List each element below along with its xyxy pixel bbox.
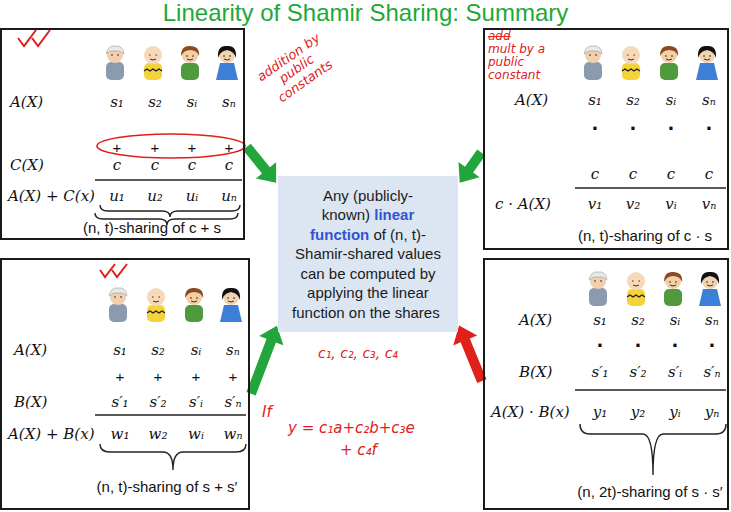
share-value: sₙ [222,94,236,111]
share-value: c [151,157,159,174]
handwritten-note: y = c₁a+c₂b+c₃e [288,420,415,437]
share-value: yₙ [705,404,720,421]
operator-symbol: + [192,369,201,386]
operator-symbol: + [116,369,125,386]
share-value: s₂ [148,94,162,111]
share-value: w₁ [111,426,130,443]
share-value: sᵢ [666,92,677,109]
handwritten-note: add [488,30,511,43]
share-value: yᵢ [669,404,681,421]
share-value: sₙ [702,92,716,109]
share-value: sᵢ [191,342,202,359]
share-value: s′ᵢ [668,364,682,381]
block-arrow [243,144,276,183]
sharing-panel: A(X) s₁ s₂ sᵢ sₙ + + + + C(X) c c c cA(X) + C(x) u₁ u₂ u… [0,28,245,240]
share-value: v₂ [626,196,641,213]
summary-box: Any (publicly-known)linear functionof (n… [278,176,458,333]
handwritten-note: mult by a public constant [488,43,574,83]
polynomial-label: C(X) [10,157,44,174]
share-value: vᵢ [665,196,677,213]
operator-symbol: · [706,119,713,139]
share-value: w₂ [149,426,168,443]
share-value: sᵢ [670,312,681,329]
polynomial-label: A(X) · B(x) [491,404,570,421]
polynomial-label: B(X) [519,364,552,381]
share-value: s′₁ [591,364,608,381]
share-value: s′₂ [149,394,166,411]
sharing-caption: (n, t)-sharing of c + s [83,220,221,237]
operator-symbol: · [668,119,675,139]
operator-symbol: + [113,140,122,157]
polynomial-label: A(X) + C(x) [8,188,95,205]
operator-symbol: · [709,336,716,356]
share-value: s′ₙ [224,394,241,411]
polynomial-label: A(X) [515,92,548,109]
sharing-panel: A(X) s₁ s₂ sᵢ sₙ · · · · B(X) s′₁ s′₂ s′ᵢ s′ₙA(X) · B… [483,258,729,510]
share-value: s₁ [113,342,127,359]
share-value: sᵢ [187,94,198,111]
share-value: s₁ [110,94,124,111]
share-value: c [113,157,121,174]
share-value: wᵢ [188,426,204,443]
operator-symbol: + [154,369,163,386]
block-arrow [246,326,283,396]
share-value: sₙ [705,312,719,329]
share-value: s₂ [151,342,165,359]
handwritten-note: If [262,404,272,421]
operator-symbol: + [225,140,234,157]
sharing-caption: (n, 2t)-sharing of s · s′ [577,484,722,501]
polynomial-label: c · A(X) [495,196,551,213]
share-value: s₁ [588,92,602,109]
polynomial-label: A(X) + B(x) [8,426,95,443]
share-value: c [705,166,713,183]
operator-symbol: + [151,140,160,157]
polynomial-label: A(X) [10,94,43,111]
share-value: c [667,166,675,183]
share-value: c [188,157,196,174]
handwritten-note: c₁, c₂, c₃, c₄ [318,346,398,361]
handwritten-note: addition by public constants [253,30,341,110]
handwritten-note: + c₄f [340,442,377,459]
share-value: uₙ [221,188,237,205]
slide-title: Linearity of Shamir Sharing: Summary [0,0,731,26]
share-value: y₁ [593,404,608,421]
share-value: vₙ [702,196,717,213]
operator-symbol: · [597,336,604,356]
polynomial-label: B(X) [14,394,47,411]
polynomial-label: A(X) [519,312,552,329]
share-value: v₁ [588,196,603,213]
share-value: s′₁ [111,394,128,411]
operator-symbol: · [592,119,599,139]
block-arrow [459,150,486,183]
share-value: c [629,166,637,183]
share-value: u₂ [147,188,163,205]
operator-symbol: · [672,336,679,356]
polynomial-label: A(X) [14,342,47,359]
share-value: sₙ [226,342,240,359]
share-value: c [225,157,233,174]
operator-symbol: · [630,119,637,139]
share-value: u₁ [109,188,125,205]
sharing-panel: A(X) s₁ s₂ sᵢ sₙ + + + + B(X) s′₁ s′₂ s′ᵢ s′ₙA(X) + B… [0,258,250,510]
operator-symbol: + [229,369,238,386]
block-arrow [453,326,486,384]
operator-symbol: · [635,336,642,356]
share-value: y₂ [631,404,646,421]
share-value: s′ₙ [703,364,720,381]
share-value: s′ᵢ [189,394,203,411]
sharing-caption: (n, t)-sharing of c · s [578,228,712,245]
operator-symbol: + [188,140,197,157]
share-value: s′₂ [629,364,646,381]
share-value: s₂ [631,312,645,329]
share-value: s₂ [626,92,640,109]
sharing-caption: (n, t)-sharing of s + s′ [97,479,238,496]
share-value: c [591,166,599,183]
share-value: uᵢ [186,188,199,205]
share-value: s₁ [593,312,607,329]
share-value: wₙ [224,426,243,443]
